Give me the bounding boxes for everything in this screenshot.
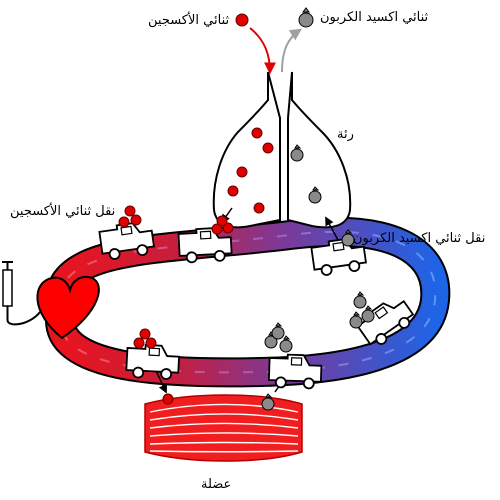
co2-bag-icon <box>279 335 293 353</box>
truck-icon <box>125 343 181 380</box>
truck-icon <box>98 222 155 260</box>
lung-icon <box>212 71 352 229</box>
oxygen-molecule-icon <box>139 328 151 340</box>
oxygen-molecule-icon <box>216 215 228 227</box>
lung-label: رئة <box>337 127 354 142</box>
co2-bag-icon <box>353 291 367 309</box>
co2-bags <box>261 7 375 411</box>
oxygen-molecule-icon <box>251 127 263 139</box>
oxygen-molecule-icon <box>227 185 239 197</box>
oxygen-molecule-icon <box>235 13 249 27</box>
co2-bag-icon <box>349 311 363 329</box>
oxygen-transport-label: نقل ثنائي الأكسجين <box>10 204 116 219</box>
oxygen-molecule-icon <box>222 222 234 234</box>
oxygen-molecule-icon <box>133 337 145 349</box>
oxygen-molecule-icon <box>124 205 136 217</box>
truck-icon <box>177 227 233 264</box>
co2-bag-icon <box>298 7 314 28</box>
oxygen-molecule-icon <box>130 214 142 226</box>
oxygen-molecule-icon <box>145 337 157 349</box>
heart-icon <box>36 276 100 340</box>
oxygen-molecule-icon <box>118 216 130 228</box>
oxygen-molecule-icon <box>262 142 274 154</box>
oxygen-inhale-arrow <box>249 27 276 75</box>
truck-to-lung-arrow <box>325 216 339 241</box>
syringe-icon <box>2 261 41 326</box>
co2-bag-icon <box>261 393 275 411</box>
oxygen-molecule-icon <box>236 166 248 178</box>
co2-bag-icon <box>341 229 355 247</box>
oxygen-molecule-icon <box>162 393 174 405</box>
oxygen-label: ثنائي الأكسجين <box>148 13 230 28</box>
oxygen-molecule-icon <box>211 223 223 235</box>
truck-icon <box>267 353 323 390</box>
muscle-label: عضلة <box>201 477 232 492</box>
oxygen-molecules <box>118 13 274 405</box>
oxygen-molecule-icon <box>253 202 265 214</box>
co2-label: ثنائي اكسيد الكربون <box>320 10 429 25</box>
co2-transport-label: نقل ثنائي اكسيد الكربون <box>353 231 486 246</box>
muscle-icon <box>144 394 303 462</box>
co2-bag-icon <box>290 144 304 162</box>
co2-bag-icon <box>361 305 375 323</box>
truck-icon <box>310 238 367 276</box>
co2-bag-icon <box>271 322 285 340</box>
co2-exhale-arrow <box>281 28 302 73</box>
co2-bag-icon <box>308 186 322 204</box>
